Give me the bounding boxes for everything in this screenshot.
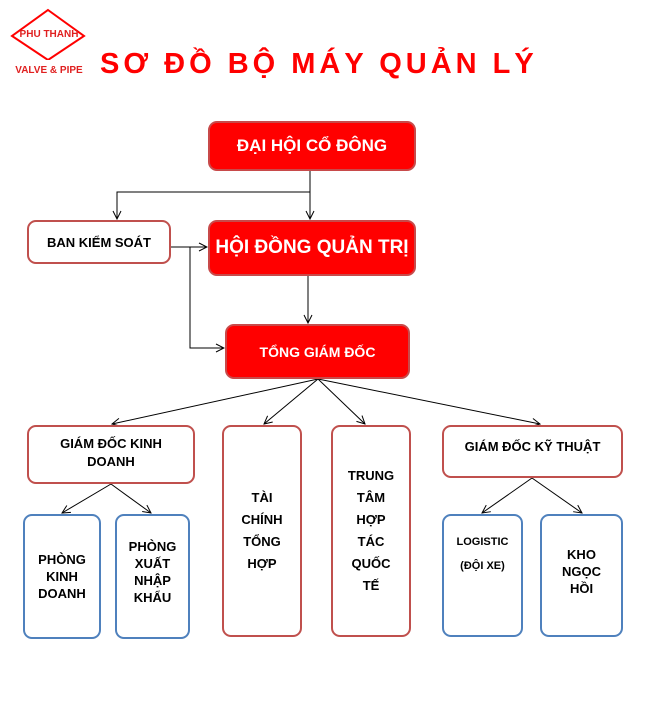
node-tech-director[interactable]: GIÁM ĐỐC KỸ THUẬT xyxy=(442,425,623,478)
page-title: SƠ ĐỒ BỘ MÁY QUẢN LÝ xyxy=(100,48,538,80)
arrow-sales-director-import-export xyxy=(110,483,151,513)
node-board[interactable]: HỘI ĐỒNG QUẢN TRỊ xyxy=(208,220,416,276)
company-logo: PHU THANH VALVE & PIPE xyxy=(10,8,88,78)
arrow-shareholders-supervisory xyxy=(117,191,310,219)
node-shareholders[interactable]: ĐẠI HỘI CỔ ĐÔNG xyxy=(208,121,416,171)
node-label: PHÒNG XUẤT NHẬP KHẨU xyxy=(128,539,177,605)
node-label: TÀI CHÍNH TỔNG HỢP xyxy=(241,490,283,571)
arrow-sales-director-sales-dept xyxy=(62,483,112,513)
node-finance[interactable]: TÀI CHÍNH TỔNG HỢP xyxy=(222,425,302,637)
node-ceo[interactable]: TỔNG GIÁM ĐỐC xyxy=(225,324,410,379)
arrow-ceo-tech-director xyxy=(317,378,540,424)
node-label: BAN KIỂM SOÁT xyxy=(47,234,151,250)
arrow-ceo-finance xyxy=(264,378,319,424)
arrow-tech-director-warehouse xyxy=(531,477,582,513)
arrow-ceo-sales-director xyxy=(112,378,319,424)
node-label: HỘI ĐỒNG QUẢN TRỊ xyxy=(215,237,409,258)
node-label: LOGISTIC (ĐỘI XE) xyxy=(456,536,509,572)
logo-name: PHU THANH xyxy=(19,29,79,40)
node-sales-dept[interactable]: PHÒNG KINH DOANH xyxy=(23,514,101,639)
node-import-export[interactable]: PHÒNG XUẤT NHẬP KHẨU xyxy=(115,514,190,639)
node-intl-center[interactable]: TRUNG TÂM HỢP TÁC QUỐC TẾ xyxy=(331,425,411,637)
node-label: KHO NGỌC HỒI xyxy=(562,547,601,596)
logo-tagline: VALVE & PIPE xyxy=(15,65,83,76)
node-label: TRUNG TÂM HỢP TÁC QUỐC TẾ xyxy=(347,468,395,593)
node-label: GIÁM ĐỐC KỸ THUẬT xyxy=(464,439,601,454)
diamond-logo-icon xyxy=(10,8,86,60)
node-label: GIÁM ĐỐC KINH DOANH xyxy=(60,436,162,469)
arrow-tech-director-logistics xyxy=(482,477,533,513)
node-supervisory[interactable]: BAN KIỂM SOÁT xyxy=(27,220,171,264)
node-label: PHÒNG KINH DOANH xyxy=(38,552,86,601)
node-sales-director[interactable]: GIÁM ĐỐC KINH DOANH xyxy=(27,425,195,484)
node-warehouse[interactable]: KHO NGỌC HỒI xyxy=(540,514,623,637)
node-label: ĐẠI HỘI CỔ ĐÔNG xyxy=(236,136,388,155)
arrow-ceo-intl-center xyxy=(317,378,365,424)
node-label: TỔNG GIÁM ĐỐC xyxy=(259,343,376,360)
arrow-supervisory-ceo xyxy=(189,247,224,348)
node-logistics[interactable]: LOGISTIC (ĐỘI XE) xyxy=(442,514,523,637)
